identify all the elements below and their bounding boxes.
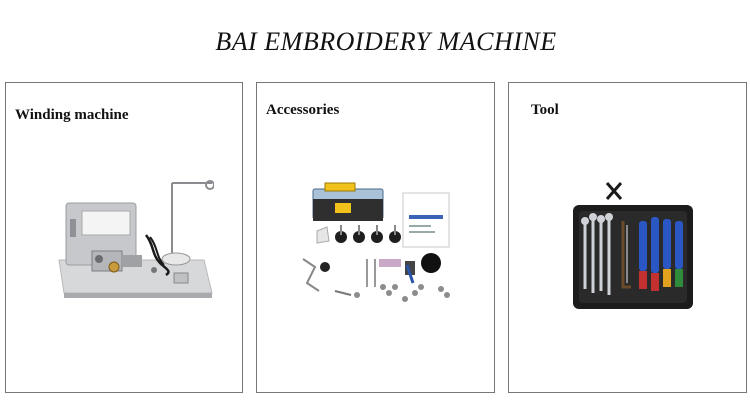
accessories-panel: Accessories	[256, 82, 495, 393]
page-title: BAI EMBROIDERY MACHINE	[215, 27, 557, 56]
winding-machine-image	[58, 180, 214, 298]
accessories-image	[302, 182, 450, 302]
tool-kit-image	[573, 182, 693, 309]
tool-panel: Tool	[508, 82, 747, 393]
panel-label-accessories: Accessories	[266, 102, 340, 118]
winding-machine-panel: Winding machine	[5, 82, 243, 393]
panel-label-winding-machine: Winding machine	[15, 107, 129, 123]
panel-label-tool: Tool	[531, 102, 559, 118]
